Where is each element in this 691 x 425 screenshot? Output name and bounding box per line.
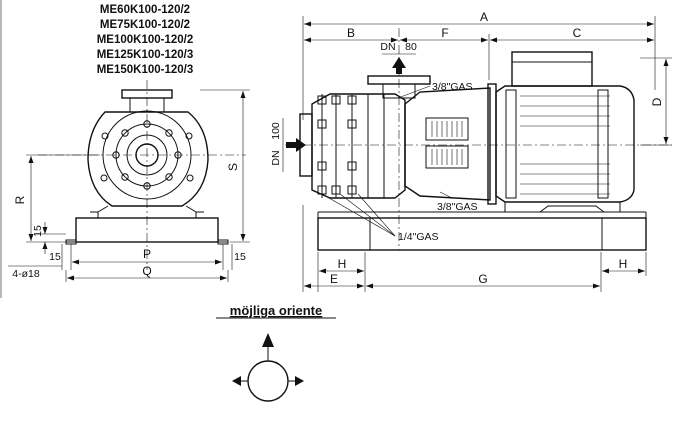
label-a: A	[480, 10, 488, 24]
model-list: ME60K100-120/2 ME75K100-120/2 ME100K100-…	[97, 4, 194, 76]
model-label: ME125K100-120/3	[97, 49, 194, 61]
label-15-vertical: 15	[32, 225, 44, 237]
orientation-diagram: möjliga oriente	[216, 303, 336, 402]
label-gas-quarter: 1/4"GAS	[398, 231, 439, 243]
motor-end-ring	[597, 89, 609, 199]
inner-flange-circle	[126, 134, 168, 176]
front-view: S R 15 P 15 15 Q 4-ø18	[0, 0, 250, 298]
motor-body	[495, 85, 635, 203]
label-gas-top: 3/8"GAS	[432, 81, 473, 93]
bearing-bracket	[404, 87, 491, 201]
model-label: ME60K100-120/2	[100, 4, 190, 16]
label-15-right: 15	[234, 251, 246, 263]
base-frame	[317, 217, 647, 251]
flow-out-arrow-icon	[392, 57, 406, 68]
flow-in-arrow-stem	[286, 142, 296, 148]
model-label: ME100K100-120/2	[97, 34, 194, 46]
label-d: D	[650, 97, 664, 106]
orientation-caption: möjliga oriente	[230, 303, 322, 318]
label-p: P	[143, 247, 151, 261]
leader-line	[357, 193, 396, 237]
label-h-right: H	[619, 257, 628, 271]
leader-line	[397, 85, 431, 99]
arrow-up-icon	[262, 333, 274, 347]
motor-flange	[487, 83, 497, 205]
suction-bore	[135, 143, 159, 167]
motor-feet	[504, 202, 621, 213]
bolt-holes	[100, 120, 194, 190]
window-vents	[431, 121, 463, 165]
casing-flange-circle	[102, 110, 192, 200]
label-dn-side-value: 100	[270, 122, 282, 140]
side-view: A B F C DN 80	[270, 10, 672, 292]
terminal-box	[511, 51, 593, 87]
label-dn-side: DN	[270, 150, 282, 165]
motor-end-ring	[505, 89, 517, 199]
bracket-window	[425, 145, 469, 169]
casing-ribs	[317, 94, 385, 198]
label-dn-top-value: 80	[405, 41, 417, 53]
discharge-neck	[382, 83, 416, 99]
label-gas-bottom: 3/8"GAS	[437, 201, 478, 213]
label-b: B	[347, 26, 355, 40]
arrow-left-icon	[232, 376, 241, 386]
flow-in-arrow-icon	[296, 138, 306, 152]
label-c: C	[573, 26, 582, 40]
label-g: G	[478, 272, 487, 286]
model-label: ME150K100-120/3	[97, 64, 194, 76]
leader-line	[339, 193, 396, 237]
motor-cooling-fins	[520, 95, 610, 195]
bracket-window	[425, 117, 469, 141]
pump-casing	[311, 93, 406, 199]
label-e: E	[330, 272, 338, 286]
leader-line	[439, 191, 453, 199]
label-holes: 4-ø18	[12, 268, 40, 280]
flow-out-arrow-stem	[396, 66, 402, 74]
label-dn-top: DN	[380, 41, 395, 53]
label-s: S	[226, 163, 240, 171]
arrow-right-icon	[295, 376, 304, 386]
label-f: F	[441, 26, 448, 40]
bolt-circle	[115, 123, 179, 187]
label-r: R	[13, 195, 27, 204]
model-label: ME75K100-120/2	[100, 19, 190, 31]
orientation-circle	[247, 360, 289, 402]
volute-casing	[87, 111, 209, 207]
label-h-left: H	[338, 257, 347, 271]
label-q: Q	[142, 264, 151, 278]
leader-line	[321, 193, 396, 237]
label-15-left: 15	[49, 251, 61, 263]
